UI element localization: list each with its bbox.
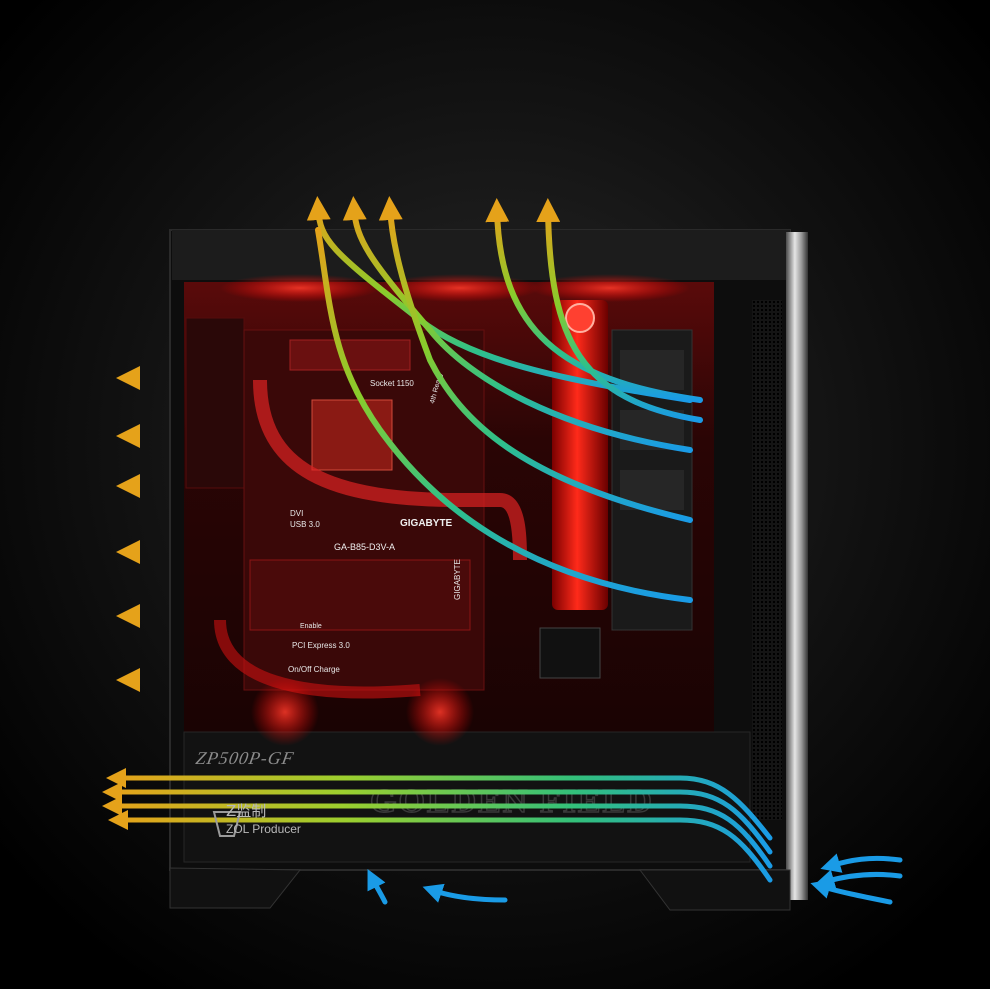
board-label-vertical-brand: GIGABYTE xyxy=(453,559,462,600)
watermark: GOLDEN FIELD xyxy=(370,783,654,820)
gpu-card xyxy=(249,559,471,631)
bottom-airflow-arrows xyxy=(102,768,773,883)
case-foot-right xyxy=(639,869,791,911)
bottom-intake-arrow xyxy=(422,883,508,903)
airflow-arrow xyxy=(102,782,773,855)
airflow-arrow xyxy=(102,796,773,869)
front-intake-arrow xyxy=(810,879,893,905)
board-label-brand: GIGABYTE xyxy=(400,518,453,529)
case-top-panel xyxy=(172,230,790,280)
airflow-arrow xyxy=(315,227,693,603)
bottom-fan xyxy=(406,678,474,746)
bottom-intake-arrow xyxy=(367,869,388,905)
board-label-usb: USB 3.0 xyxy=(290,520,320,529)
airflow-arrow xyxy=(108,810,773,883)
reservoir-cap xyxy=(565,303,595,333)
pump xyxy=(539,627,601,679)
airflow-arrow xyxy=(536,198,703,423)
board-label-model: GA-B85-D3V-A xyxy=(334,542,395,552)
bottom-fan xyxy=(251,678,319,746)
case-model-label: ZP500P-GF xyxy=(194,748,296,768)
top-fan-glow xyxy=(530,274,690,302)
case-foot-left xyxy=(169,867,302,909)
intake-arrows xyxy=(367,853,903,905)
airflow-arrow xyxy=(106,768,773,841)
board-label-pci: PCI Express 3.0 xyxy=(292,641,350,650)
front-bezel-silver xyxy=(786,232,808,900)
rear-fan xyxy=(185,317,245,489)
rear-exhaust-arrows xyxy=(116,366,693,692)
producer-en: ZOL Producer xyxy=(226,822,301,836)
producer-cn: Z监制 xyxy=(226,802,267,820)
front-mesh xyxy=(752,300,782,820)
top-fan-glow xyxy=(380,274,540,302)
zol-logo-mark xyxy=(212,811,242,837)
airflow-arrow xyxy=(485,198,703,403)
zol-logo xyxy=(212,811,242,837)
airflow-arrow xyxy=(342,196,693,453)
board-label-enable: Enable xyxy=(300,623,322,630)
reservoir xyxy=(552,300,608,610)
front-intake-arrow xyxy=(820,853,903,873)
producer-credit: Z监制 ZOL Producer xyxy=(226,800,301,836)
board-label-dvi: DVI xyxy=(290,509,303,518)
board-label-socket: Socket 1150 xyxy=(370,379,414,388)
top-fan-glow xyxy=(220,274,380,302)
motherboard xyxy=(243,329,485,691)
board-label-charge: On/Off Charge xyxy=(288,665,340,674)
psu-shroud xyxy=(183,731,751,863)
vrm-block xyxy=(289,339,411,371)
